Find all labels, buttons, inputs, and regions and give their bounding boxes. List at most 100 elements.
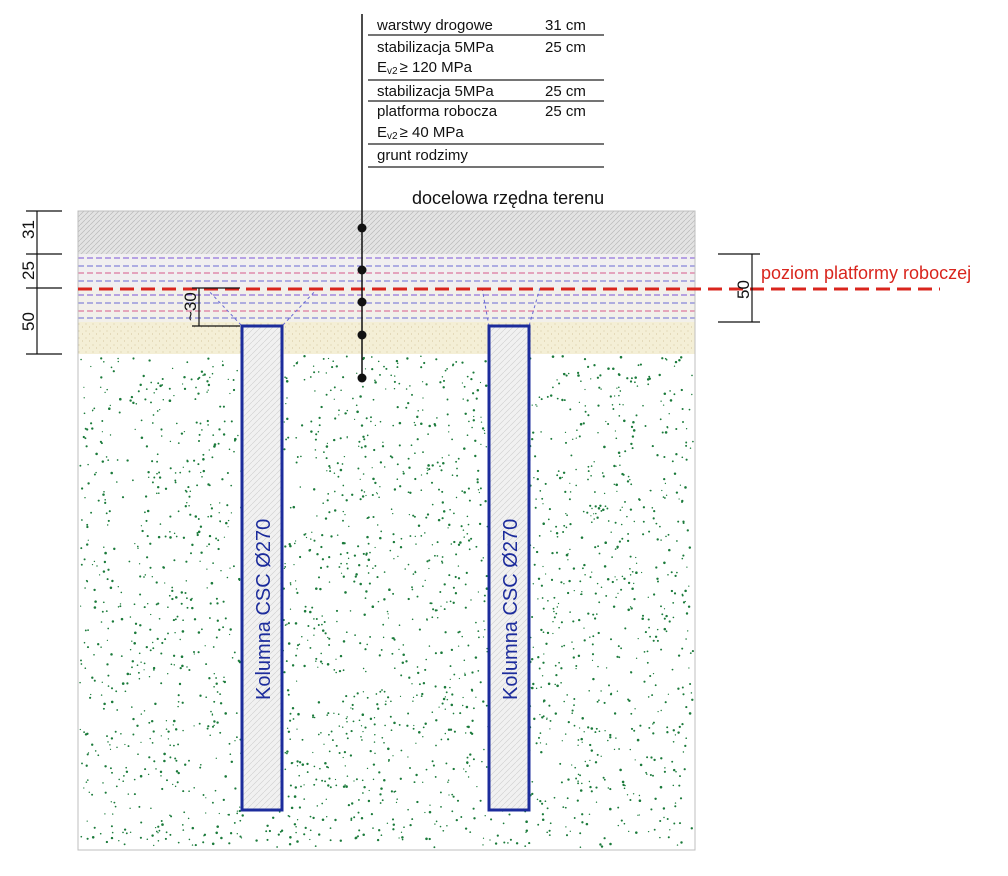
soil-dot [618,415,621,417]
soil-dot [435,719,438,722]
soil-dot [660,539,662,541]
soil-dot [590,749,594,752]
soil-dot [329,389,332,392]
soil-dot [364,597,367,599]
soil-dot [314,438,317,441]
soil-dot [104,501,107,504]
soil-dot [173,559,176,562]
soil-dot [361,385,364,388]
soil-dot [84,427,87,430]
soil-dot [687,630,689,632]
soil-dot [443,583,446,586]
soil-dot [159,523,162,525]
soil-dot [110,801,112,803]
soil-dot [218,512,220,514]
soil-dot [616,490,618,493]
soil-dot [560,621,563,624]
soil-dot [146,602,149,605]
soil-dot [319,660,323,663]
soil-dot [440,651,443,654]
soil-dot [565,512,567,515]
soil-dot [425,516,428,519]
soil-dot [483,620,485,622]
soil-dot [571,709,574,712]
soil-dot [326,816,328,818]
soil-dot [206,419,209,423]
soil-dot [630,712,633,715]
soil-dot [407,597,410,601]
soil-dot [466,761,469,764]
soil-dot [593,364,596,367]
soil-dot [210,710,212,713]
soil-dot [663,455,666,459]
soil-dot [434,652,437,655]
soil-dot [85,579,88,582]
soil-dot [199,422,202,425]
soil-dot [322,502,324,504]
soil-dot [85,445,88,448]
soil-dot [366,696,369,699]
soil-dot [597,545,600,548]
soil-dot [340,562,342,565]
soil-dot [607,367,610,370]
soil-dot [589,576,592,579]
soil-dot [87,463,89,466]
soil-dot [654,797,657,801]
soil-dot [541,716,544,719]
soil-dot [577,654,581,658]
soil-dot [194,844,197,847]
soil-dot [325,457,328,460]
soil-dot [368,582,371,585]
soil-dot [396,463,399,466]
soil-dot [566,591,570,595]
soil-dot [620,588,623,591]
soil-dot [441,517,444,520]
soil-dot [482,636,485,638]
soil-dot [447,527,449,529]
soil-dot [160,735,162,737]
soil-dot [326,442,329,445]
soil-dot [622,783,625,787]
soil-dot [603,492,606,495]
soil-dot [439,381,442,384]
soil-dot [580,536,584,539]
soil-dot [449,686,451,689]
soil-dot [93,473,96,476]
soil-dot [221,364,224,367]
soil-dot [475,397,478,400]
soil-dot [411,618,414,621]
soil-dot [577,374,580,377]
soil-dot [484,360,487,363]
soil-dot [350,817,353,820]
soil-dot [447,728,451,731]
soil-dot [100,646,102,648]
soil-dot [600,586,603,589]
soil-dot [609,395,612,398]
soil-dot [376,576,379,579]
soil-dot [532,646,534,648]
soil-dot [644,631,647,634]
soil-dot [406,357,409,360]
soil-dot [600,845,604,848]
soil-dot [659,836,661,839]
soil-dot [106,639,109,642]
soil-dot [553,596,556,599]
soil-dot [568,498,571,501]
soil-dot [655,566,658,569]
soil-dot [646,756,649,759]
soil-dot [540,431,542,433]
soil-dot [159,384,162,388]
soil-dot [475,621,477,624]
soil-dot [668,548,671,552]
soil-dot [128,560,131,563]
soil-dot [494,842,498,845]
soil-dot [647,596,649,598]
soil-dot [102,601,105,604]
layer-name: stabilizacja 5MPa [377,83,494,100]
soil-dot [611,404,614,406]
soil-dot [480,421,483,423]
soil-dot [364,455,367,458]
soil-dot [106,663,109,666]
soil-dot [598,730,601,733]
soil-dot [569,548,571,551]
